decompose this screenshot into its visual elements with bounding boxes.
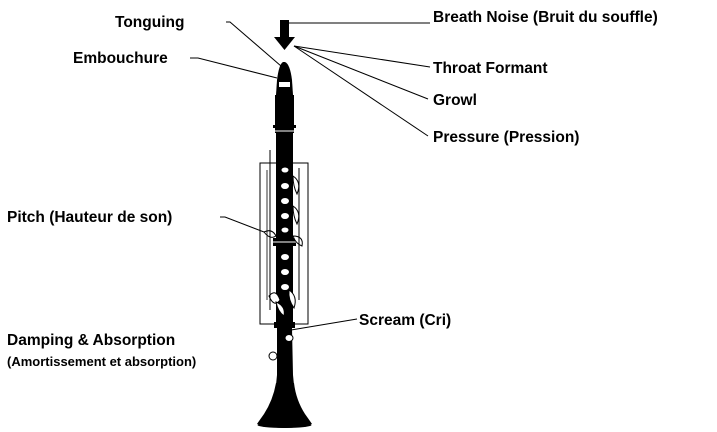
leader-embouchure [190,57,278,79]
leader-lines [190,21,431,331]
label-tonguing: Tonguing [115,14,184,31]
label-scream: Scream (Cri) [359,312,451,329]
label-embouchure: Embouchure [73,50,168,67]
leader-pitch [220,216,265,233]
clarinet-lower-body [276,328,294,385]
leader-pressure [293,45,429,137]
leader-throat-formant [293,45,431,68]
clarinet-mouthpiece [276,62,293,95]
label-damping: Damping & Absorption [7,332,175,349]
clarinet-icon [257,62,312,428]
down-arrow-icon [274,20,295,50]
label-growl: Growl [433,92,477,109]
clarinet-bell [257,383,312,428]
mouthpiece-ligature [279,82,290,87]
label-throat-formant: Throat Formant [433,60,548,77]
label-pitch: Pitch (Hauteur de son) [7,209,172,226]
pitch-key-area-frame [259,162,309,325]
leader-tonguing [226,21,282,67]
label-damping-sub: (Amortissement et absorption) [7,354,196,369]
leader-growl [293,45,429,100]
clarinet-barrel [275,95,294,133]
label-pressure: Pressure (Pression) [433,129,579,146]
leader-scream [290,318,358,331]
label-breath-noise: Breath Noise (Bruit du souffle) [433,9,658,26]
